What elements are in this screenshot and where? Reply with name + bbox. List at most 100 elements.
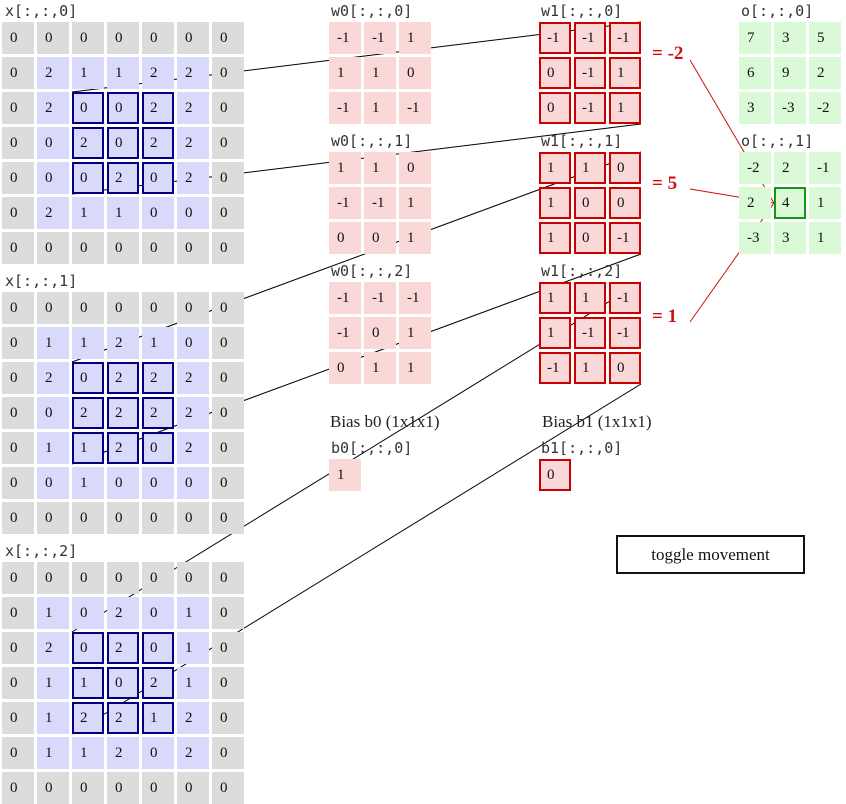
toggle-movement-button[interactable]: toggle movement	[616, 535, 805, 574]
input-cell: 0	[212, 737, 244, 769]
w0-cell: 1	[364, 352, 396, 384]
input-cell: 0	[2, 597, 34, 629]
w1-label-0: w1[:,:,0]	[541, 2, 623, 20]
input-cell: 1	[37, 737, 69, 769]
output-label-1: o[:,:,1]	[741, 132, 814, 150]
input-cell: 0	[37, 502, 69, 534]
input-cell: 1	[37, 667, 69, 699]
input-cell: 0	[212, 197, 244, 229]
input-cell: 0	[72, 362, 104, 394]
input-cell: 0	[37, 22, 69, 54]
input-cell: 2	[37, 197, 69, 229]
w0-cell: -1	[364, 22, 396, 54]
input-cell: 0	[2, 737, 34, 769]
input-cell: 0	[142, 197, 174, 229]
input-cell: 2	[142, 92, 174, 124]
input-cell: 0	[177, 467, 209, 499]
input-label-2: x[:,:,2]	[5, 542, 78, 560]
output-label-0: o[:,:,0]	[741, 2, 814, 20]
input-cell: 0	[72, 22, 104, 54]
input-cell: 0	[72, 597, 104, 629]
w1-cell: 1	[574, 352, 606, 384]
input-cell: 0	[2, 197, 34, 229]
input-cell: 2	[37, 92, 69, 124]
input-cell: 0	[212, 772, 244, 804]
input-cell: 1	[72, 737, 104, 769]
input-cell: 0	[2, 467, 34, 499]
input-cell: 0	[142, 772, 174, 804]
input-cell: 2	[107, 162, 139, 194]
input-cell: 0	[37, 772, 69, 804]
w1-cell: 0	[609, 187, 641, 219]
w0-cell: -1	[399, 282, 431, 314]
input-cell: 1	[37, 702, 69, 734]
w1-cell: -1	[574, 92, 606, 124]
w1-label-2: w1[:,:,2]	[541, 262, 623, 280]
input-cell: 1	[142, 702, 174, 734]
output-cell: 1	[809, 222, 841, 254]
input-cell: 0	[107, 562, 139, 594]
input-cell: 2	[142, 127, 174, 159]
input-cell: 0	[212, 397, 244, 429]
w0-cell: 1	[329, 152, 361, 184]
w0-label-2: w0[:,:,2]	[331, 262, 413, 280]
w1-cell: 0	[609, 152, 641, 184]
output-cell: 2	[739, 187, 771, 219]
bias0-title: Bias b0 (1x1x1)	[330, 412, 440, 431]
input-cell: 0	[177, 772, 209, 804]
input-cell: 0	[107, 467, 139, 499]
input-cell: 1	[177, 667, 209, 699]
sum-result-1: = 5	[652, 173, 678, 194]
input-cell: 2	[142, 362, 174, 394]
w0-cell: 1	[329, 57, 361, 89]
w0-cell: -1	[329, 187, 361, 219]
active-output-cell: 4	[774, 187, 806, 219]
input-cell: 2	[72, 127, 104, 159]
input-cell: 0	[177, 327, 209, 359]
output-cell: 7	[739, 22, 771, 54]
input-cell: 0	[107, 22, 139, 54]
input-cell: 2	[177, 57, 209, 89]
input-cell: 0	[37, 127, 69, 159]
w1-cell: 1	[539, 222, 571, 254]
input-cell: 0	[2, 92, 34, 124]
input-cell: 2	[72, 702, 104, 734]
input-cell: 2	[37, 362, 69, 394]
input-cell: 1	[107, 57, 139, 89]
input-cell: 2	[107, 327, 139, 359]
input-cell: 0	[37, 467, 69, 499]
input-cell: 2	[177, 362, 209, 394]
w1-cell: 1	[574, 282, 606, 314]
input-cell: 0	[212, 702, 244, 734]
input-cell: 0	[2, 432, 34, 464]
w1-cell: 1	[539, 152, 571, 184]
w1-cell: -1	[609, 222, 641, 254]
input-cell: 1	[142, 327, 174, 359]
w1-cell: -1	[609, 22, 641, 54]
input-cell: 2	[107, 432, 139, 464]
input-cell: 0	[142, 467, 174, 499]
w0-cell: 0	[364, 222, 396, 254]
output-cell: 1	[809, 187, 841, 219]
input-cell: 0	[212, 597, 244, 629]
w0-cell: -1	[399, 92, 431, 124]
input-cell: 0	[72, 562, 104, 594]
w1-cell: -1	[609, 282, 641, 314]
output-cell: 3	[774, 22, 806, 54]
output-cell: 2	[809, 57, 841, 89]
sum-result-2: = 1	[652, 306, 678, 327]
w1-cell: 1	[574, 152, 606, 184]
w1-cell: -1	[574, 57, 606, 89]
input-cell: 0	[212, 292, 244, 324]
input-cell: 1	[72, 57, 104, 89]
input-cell: 0	[212, 362, 244, 394]
w1-cell: 1	[539, 187, 571, 219]
input-cell: 2	[107, 737, 139, 769]
w0-cell: 1	[399, 317, 431, 349]
input-cell: 2	[107, 702, 139, 734]
output-cell: 5	[809, 22, 841, 54]
input-cell: 0	[107, 292, 139, 324]
w0-cell: 1	[399, 352, 431, 384]
input-cell: 1	[37, 597, 69, 629]
w0-cell: -1	[329, 92, 361, 124]
